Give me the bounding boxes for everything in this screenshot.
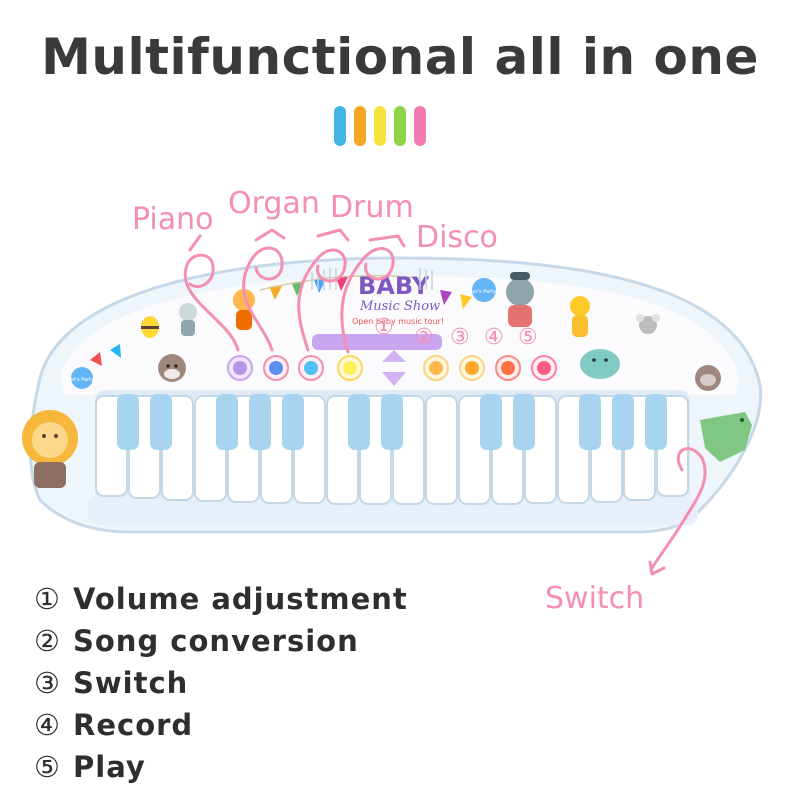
legend-label: Song conversion [73,624,359,658]
feature-legend: ① Volume adjustment ② Song conversion ③ Swi… [34,578,408,788]
disco-mode-button [337,355,363,381]
accent-bar-pink [414,106,426,146]
blue-key [579,394,601,450]
organ-callout-label: Organ [228,186,320,221]
legend-number: ④ [34,708,61,742]
giraffe-illustration [570,296,590,337]
lion-illustration [22,410,78,488]
callout-arrows [183,228,707,576]
legend-number: ② [34,624,61,658]
blue-key [216,394,238,450]
disco-callout-label: Disco [416,220,498,255]
mouse-illustration [636,314,660,334]
blue-key [282,394,304,450]
crocodile-illustration [700,412,752,462]
switch-arrow [648,447,707,576]
blue-key [150,394,172,450]
cat-illustration [179,303,197,336]
legend-item-switch: ③ Switch [34,662,408,704]
white-key [425,395,458,505]
drum-mode-button [298,355,324,381]
record-button [495,355,521,381]
legend-number: ① [34,582,61,616]
svg-text:Let's Party!: Let's Party! [470,289,498,295]
legend-item-play: ⑤ Play [34,746,408,788]
blue-key [117,394,139,450]
logo-line2: Music Show [359,299,440,314]
button-number-markers: ① ② ③ ④ ⑤ [374,315,538,350]
disco-arrow [340,234,406,354]
function-buttons [227,350,557,386]
legend-label: Switch [73,666,189,700]
page-title: Multifunctional all in one [41,28,759,86]
legend-item-volume: ① Volume adjustment [34,578,408,620]
play-button [531,355,557,381]
logo-tagline: Open baby music tour! [352,317,444,326]
organ-arrow [242,228,286,352]
drum-arrow [297,228,350,352]
legend-number: ③ [34,666,61,700]
blue-key [249,394,271,450]
volume-button [382,350,406,386]
raccoon-illustration [506,272,534,327]
piano-mode-button [227,355,253,381]
switch-button [459,355,485,381]
switch-callout-label: Switch [545,581,645,616]
party-badge-left: Let's Party! [68,367,96,389]
accent-bar-blue [334,106,346,146]
marker-3: ③ [450,325,470,350]
piano-keys [95,394,689,505]
bee-illustration [141,316,159,338]
party-badge-right: Let's Party! [470,278,498,302]
song-conversion-button [423,355,449,381]
legend-label: Volume adjustment [73,582,408,616]
hippo-illustration [580,349,620,379]
drum-callout-label: Drum [330,190,414,225]
accent-bar-green [394,106,406,146]
marker-4: ④ [484,325,504,350]
legend-label: Record [73,708,194,742]
blue-key [645,394,667,450]
legend-number: ⑤ [34,750,61,784]
sloth-illustration [695,365,721,391]
legend-item-song-conversion: ② Song conversion [34,620,408,662]
marker-5: ⑤ [518,325,538,350]
blue-key [513,394,535,450]
legend-item-record: ④ Record [34,704,408,746]
accent-bar-yellow [374,106,386,146]
svg-text:Let's Party!: Let's Party! [68,377,96,383]
accent-bars [334,106,426,146]
blue-key [381,394,403,450]
marker-2: ② [414,325,434,350]
blue-key [480,394,502,450]
accent-bar-orange [354,106,366,146]
legend-label: Play [73,750,146,784]
piano-callout-label: Piano [132,202,214,237]
dog-illustration [158,354,186,382]
marker-1: ① [374,315,394,340]
blue-key [612,394,634,450]
piano-arrow [183,234,240,352]
organ-mode-button [263,355,289,381]
blue-key [348,394,370,450]
